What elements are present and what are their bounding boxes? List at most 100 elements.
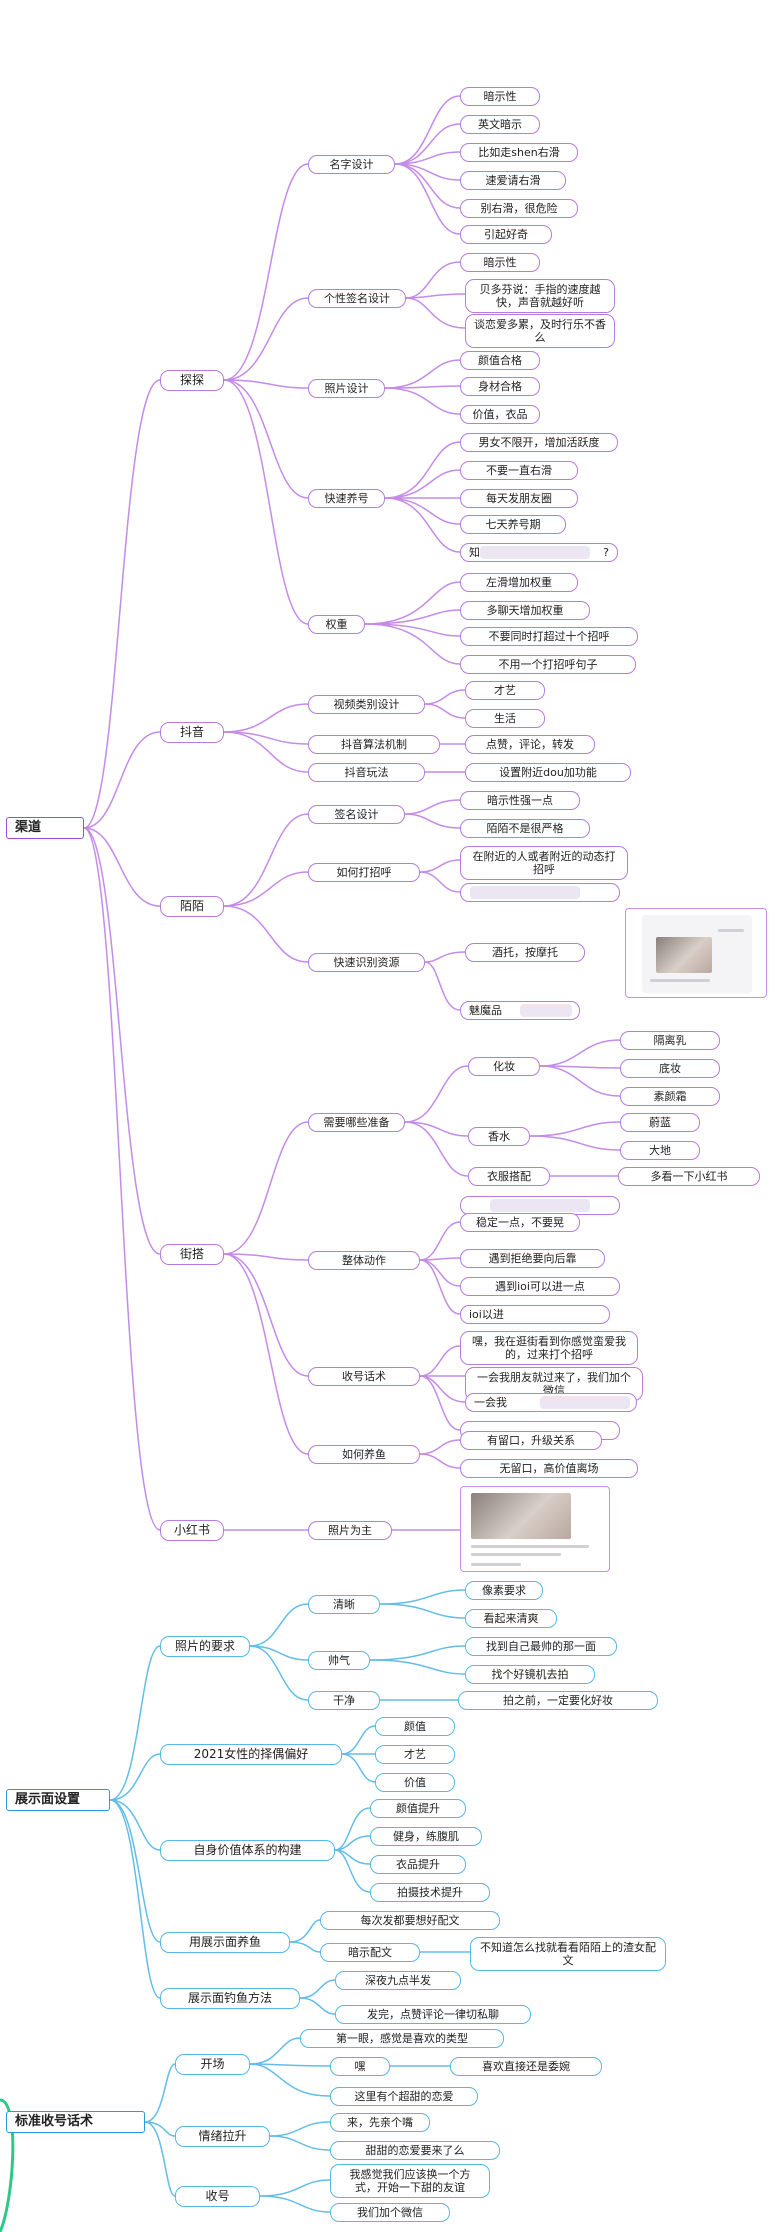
node-close: 收号	[175, 2186, 260, 2207]
thumbnail-text-line	[471, 1553, 561, 1556]
node-nearby-greet: 在附近的人或者附近的动态打招呼	[460, 846, 628, 880]
node-douyin: 抖音	[160, 722, 224, 743]
node-momo: 陌陌	[160, 896, 224, 917]
node-to-private-chat: 发完，点赞评论一律切私聊	[335, 2005, 531, 2024]
node-identify-resources: 快速识别资源	[308, 953, 425, 972]
node-no-opening: 无留口，高价值离场	[460, 1459, 638, 1478]
node-hint-caption: 暗示配文	[320, 1943, 420, 1962]
node-how-greet: 如何打招呼	[308, 863, 420, 882]
thumbnail-text-line	[718, 929, 744, 932]
thumbnail-photo	[656, 937, 712, 973]
node-change-way: 我感觉我们应该换一个方式，开始一下甜的友谊	[330, 2164, 490, 2198]
node-opening: 开场	[175, 2054, 250, 2075]
node-body-ok: 身材合格	[460, 377, 540, 396]
node-momo-captions: 不知道怎么找就看看陌陌上的渣女配文	[470, 1937, 666, 1971]
node-street: 街搭	[160, 1244, 224, 1265]
node-stay-steady: 稳定一点，不要晃	[460, 1213, 580, 1232]
node-talent-2: 才艺	[375, 1745, 455, 1764]
node-lean-back: 遇到拒绝要向后靠	[460, 1249, 605, 1268]
node-sign-design: 签名设计	[308, 805, 405, 824]
node-bar-scam: 酒托，按摩托	[465, 943, 585, 962]
node-tantan: 探探	[160, 370, 224, 391]
node-dou-plus: 设置附近dou加功能	[465, 763, 631, 782]
node-ioi-closer: 遇到ioi可以进一点	[460, 1277, 620, 1296]
node-hint-1: 暗示性	[460, 87, 540, 106]
blurred-region	[480, 546, 590, 559]
node-weight: 权重	[308, 615, 365, 634]
thumbnail-text-line	[650, 979, 710, 982]
node-bleu: 蔚蓝	[620, 1113, 700, 1132]
node-no-constant-swipe: 不要一直右滑	[460, 461, 578, 480]
node-clear: 清晰	[308, 1595, 380, 1614]
node-photo-skill: 拍摄技术提升	[370, 1883, 490, 1902]
blurred-region	[490, 1199, 590, 1212]
node-chat-weight: 多聊天增加权重	[460, 601, 590, 620]
node-looks: 颜值	[375, 1717, 455, 1736]
node-with-opening: 有留口，升级关系	[460, 1431, 602, 1450]
node-love-quote: 谈恋爱多累，及时行乐不香么	[465, 314, 615, 348]
node-good-camera: 找个好镜机去拍	[465, 1665, 595, 1684]
node-looks-up: 颜值提升	[370, 1799, 466, 1818]
node-makeup-first: 拍之前，一定要化好妆	[458, 1691, 658, 1710]
node-face-ok: 颜值合格	[460, 351, 540, 370]
node-fitness: 健身，练腹肌	[370, 1827, 482, 1846]
thumbnail-photo	[471, 1493, 571, 1539]
node-hint-2: 暗示性	[460, 253, 540, 272]
node-closing-script: 收号话术	[308, 1367, 420, 1386]
node-primer: 隔离乳	[620, 1031, 720, 1050]
node-curiosity: 引起好奇	[460, 225, 552, 244]
node-sweet-love: 这里有个超甜的恋爱	[330, 2087, 478, 2106]
node-style-up: 衣品提升	[370, 1855, 466, 1874]
node-dont-swipe: 别右滑，很危险	[460, 199, 578, 218]
node-douyin-play: 抖音玩法	[308, 763, 425, 782]
node-blurred-tip-start: 知	[469, 546, 480, 559]
node-quick-raise: 快速养号	[308, 489, 385, 508]
node-xiaohongshu: 小红书	[160, 1520, 224, 1541]
node-english-hint: 英文暗示	[460, 115, 540, 134]
node-ioi-advance: ioi以进	[460, 1305, 610, 1324]
node-like-comment-share: 点赞，评论，转发	[465, 735, 595, 754]
node-best-side: 找到自己最帅的那一面	[465, 1637, 617, 1656]
node-self-value: 自身价值体系的构建	[160, 1840, 335, 1861]
node-makeup: 化妆	[468, 1057, 540, 1076]
node-beethoven-quote: 贝多芬说：手指的速度越快，声音就越好听	[465, 279, 615, 313]
node-direct-or-subtle: 喜欢直接还是委婉	[450, 2057, 602, 2076]
node-strong-hint: 暗示性强一点	[460, 791, 580, 810]
root-showcase: 展示面设置	[6, 1789, 110, 1811]
node-value-style: 价值，衣品	[460, 405, 540, 424]
root-script: 标准收号话术	[6, 2111, 145, 2133]
thumbnail-text-line	[471, 1545, 589, 1548]
node-first-sight: 第一眼，感觉是喜欢的类型	[300, 2029, 504, 2048]
node-overall-action: 整体动作	[308, 1251, 420, 1270]
node-signature-design: 个性签名设计	[308, 289, 406, 308]
node-hey: 嘿	[330, 2057, 390, 2076]
node-fresh-look: 看起来清爽	[465, 1609, 557, 1628]
node-swipe-right: 速爱请右滑	[460, 171, 566, 190]
node-outfit: 衣服搭配	[468, 1167, 550, 1186]
node-value-2: 价值	[375, 1773, 455, 1792]
node-seven-days: 七天养号期	[460, 515, 566, 534]
node-algorithm: 抖音算法机制	[308, 735, 440, 754]
node-late-night: 深夜九点半发	[335, 1971, 461, 1990]
node-no-ten-greetings: 不要同时打超过十个招呼	[460, 627, 638, 646]
node-gender-open: 男女不限开，增加活跃度	[460, 433, 618, 452]
node-terre: 大地	[620, 1141, 700, 1160]
node-hey-street: 嘿，我在逛街看到你感觉蛮爱我的，过来打个招呼	[460, 1331, 638, 1365]
xiaohongshu-thumbnail	[460, 1486, 610, 1572]
node-fishing-method: 展示面钓鱼方法	[160, 1988, 300, 2009]
node-momo-lenient: 陌陌不是很严格	[460, 819, 590, 838]
node-2021-preference: 2021女性的择偶偏好	[160, 1744, 342, 1765]
node-perfume: 香水	[468, 1127, 530, 1146]
node-clean: 干净	[308, 1691, 380, 1710]
node-add-wechat: 我们加个微信	[330, 2203, 450, 2222]
node-video-category: 视频类别设计	[308, 695, 425, 714]
node-talent: 才艺	[465, 681, 545, 700]
node-handsome: 帅气	[308, 1651, 370, 1670]
node-photo-requirements: 照片的要求	[160, 1636, 250, 1657]
blurred-region	[540, 1396, 630, 1409]
node-left-swipe-weight: 左滑增加权重	[460, 573, 578, 592]
node-no-same-greeting: 不用一个打招呼句子	[460, 655, 636, 674]
node-life: 生活	[465, 709, 545, 728]
node-caption-prep: 每次发都要想好配文	[320, 1911, 500, 1930]
node-preparation: 需要哪些准备	[308, 1113, 405, 1132]
